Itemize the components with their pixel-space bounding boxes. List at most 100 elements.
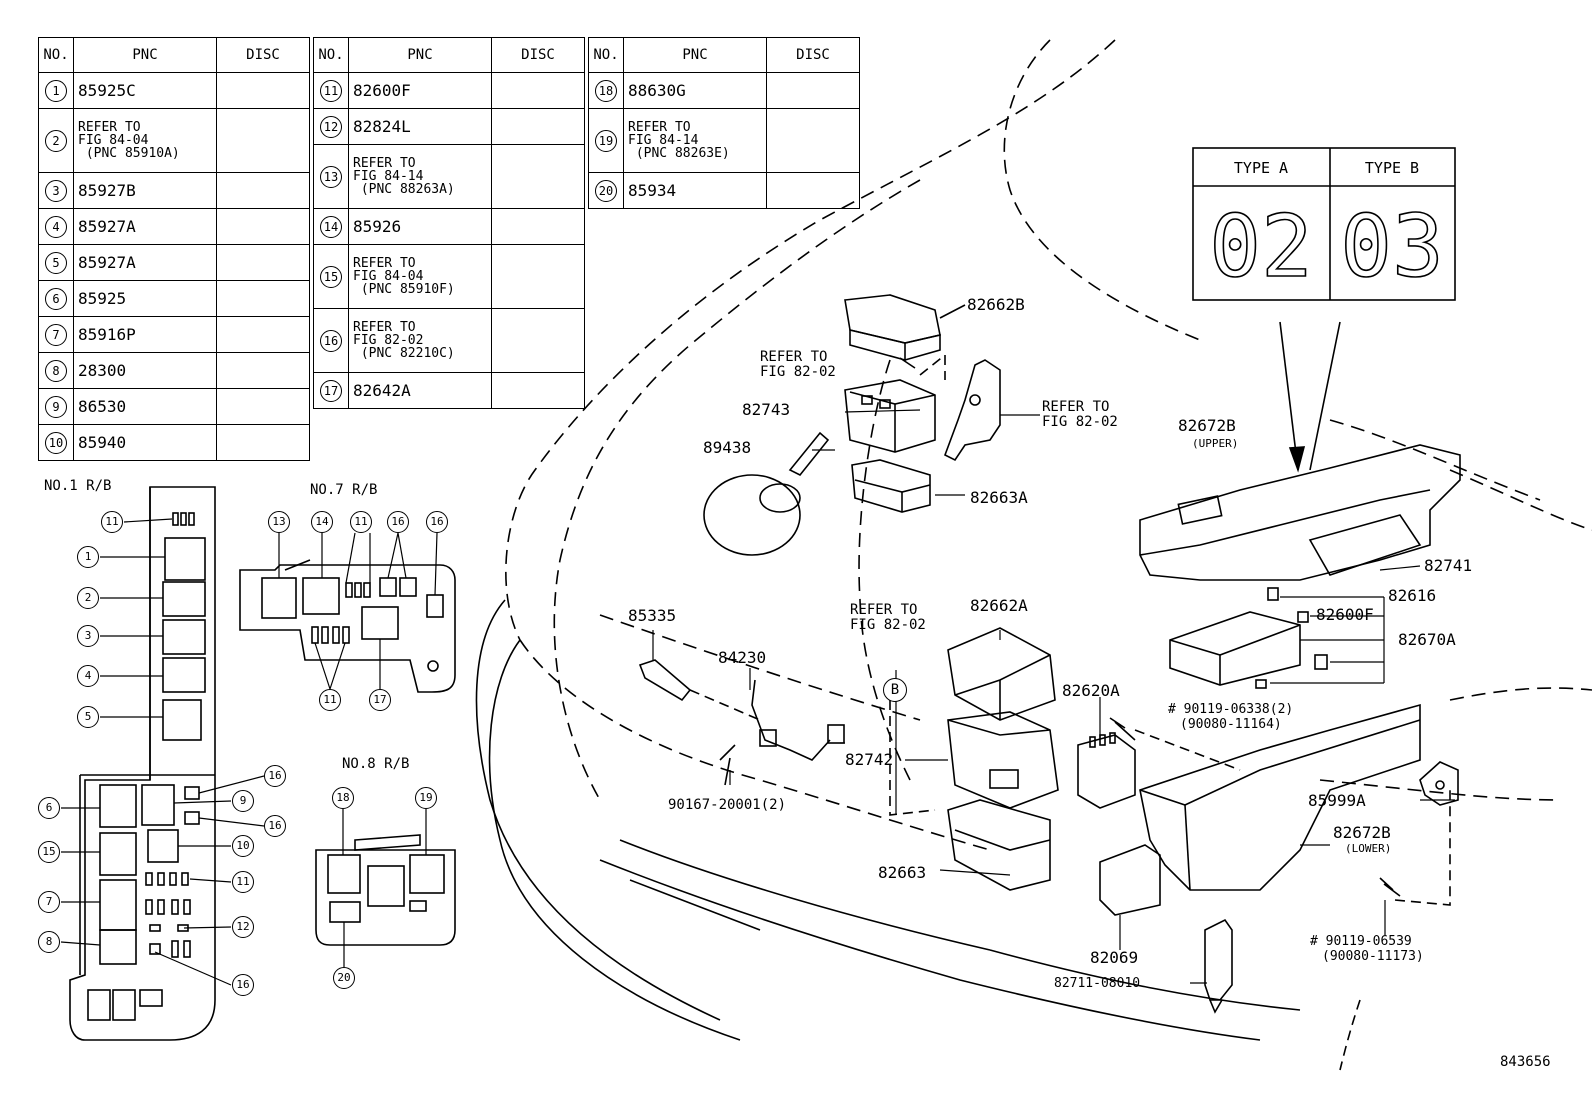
- type-a-code: 02: [1209, 197, 1313, 297]
- row-disc: [491, 144, 585, 209]
- row-pnc: 85940: [73, 424, 217, 461]
- bolts: [724, 357, 1401, 897]
- callout-leader-line: [434, 532, 438, 596]
- callout-no1: 6: [38, 797, 60, 819]
- row-disc: [766, 172, 860, 209]
- row-number: 10: [38, 424, 74, 461]
- callout-no7: 17: [369, 689, 391, 711]
- row-disc: [491, 308, 585, 373]
- callout-no1: 16: [264, 765, 286, 787]
- no1-rb-title: NO.1 R/B: [44, 478, 111, 494]
- label-p82616: 82616: [1388, 586, 1437, 605]
- callout-no1: 7: [38, 891, 60, 913]
- row-pnc: 86530: [73, 388, 217, 425]
- no8-rb-title: NO.8 R/B: [342, 756, 409, 772]
- callout-no1: 15: [38, 841, 60, 863]
- row-number: 1: [38, 72, 74, 109]
- callout-leader-line: [123, 518, 173, 523]
- part-82069-plate: [1099, 844, 1161, 916]
- type-b-label: TYPE B: [1365, 159, 1419, 177]
- item-number-circle: 13: [320, 165, 342, 188]
- label-lower: (LOWER): [1345, 842, 1392, 855]
- label-p82600F: 82600F: [1316, 605, 1374, 624]
- item-number-circle: 19: [595, 129, 617, 152]
- row-number: 12: [313, 108, 349, 145]
- part-85999A-bracket: [1419, 761, 1459, 806]
- callout-leader-line: [183, 926, 232, 929]
- callout-leader-line: [329, 642, 346, 690]
- callout-no1: 16: [264, 815, 286, 837]
- label-p90167: 90167-20001(2): [668, 797, 787, 813]
- label-p82670A: 82670A: [1398, 630, 1456, 649]
- row-disc: [216, 388, 310, 425]
- label-p82743: 82743: [742, 400, 791, 419]
- label-p82711: 82711-08010: [1054, 976, 1141, 991]
- row-pnc: 85925: [73, 280, 217, 317]
- label-p82742: 82742: [845, 750, 894, 769]
- callout-leader-line: [173, 800, 232, 804]
- part-85335-socket: [638, 659, 692, 702]
- label-p82662B: 82662B: [967, 295, 1025, 314]
- callout-no8: 18: [332, 787, 354, 809]
- part-82663-tray: [947, 799, 1051, 891]
- label-p82672B-up: 82672B: [1178, 416, 1236, 435]
- item-number-circle: 10: [45, 431, 67, 454]
- row-number: 13: [313, 144, 349, 209]
- table-header-pnc: PNC: [348, 37, 492, 73]
- callout-leader-line: [198, 775, 265, 794]
- callout-no1: 5: [77, 706, 99, 728]
- part-82620A-relay: [1077, 732, 1136, 809]
- callout-no7: 13: [268, 511, 290, 533]
- label-p82620A: 82620A: [1062, 681, 1120, 700]
- row-disc: [216, 316, 310, 353]
- type-box: TYPE A TYPE B 02 03: [1192, 147, 1456, 473]
- bumper-outline: [475, 599, 1361, 1071]
- part-82742-relay-box: [947, 711, 1059, 809]
- no1-relay-block: NO.1 R/B: [44, 478, 216, 1041]
- item-number-circle: 20: [595, 179, 617, 202]
- row-pnc: 82824L: [348, 108, 492, 145]
- callout-no1: 11: [101, 511, 123, 533]
- label-bolt1b: (90080-11164): [1180, 717, 1282, 732]
- table-header-pnc: PNC: [623, 37, 767, 73]
- part-82711-clip: [1204, 918, 1233, 1014]
- no8-relay-block: NO.8 R/B: [315, 756, 456, 946]
- row-number: 7: [38, 316, 74, 353]
- row-number: 15: [313, 244, 349, 309]
- row-number: 6: [38, 280, 74, 317]
- label-p82663: 82663: [878, 863, 927, 882]
- table-header-no: NO.: [588, 37, 624, 73]
- row-disc: [491, 208, 585, 245]
- item-number-circle: 5: [45, 251, 67, 274]
- row-number: 8: [38, 352, 74, 389]
- label-refer2b: FIG 82-02: [1042, 414, 1118, 430]
- vehicle-outline: [505, 39, 1592, 851]
- label-p82741: 82741: [1424, 556, 1473, 575]
- callout-leader-line: [314, 642, 331, 690]
- item-number-circle: 6: [45, 287, 67, 310]
- label-p84230: 84230: [718, 648, 767, 667]
- callout-leader-line: [154, 951, 232, 986]
- row-pnc: 85927A: [73, 208, 217, 245]
- row-disc: [491, 372, 585, 409]
- row-disc: [216, 244, 310, 281]
- label-p89438: 89438: [703, 438, 752, 457]
- part-82663A-tray: [851, 459, 931, 513]
- callout-no1: 11: [232, 871, 254, 893]
- item-number-circle: 8: [45, 359, 67, 382]
